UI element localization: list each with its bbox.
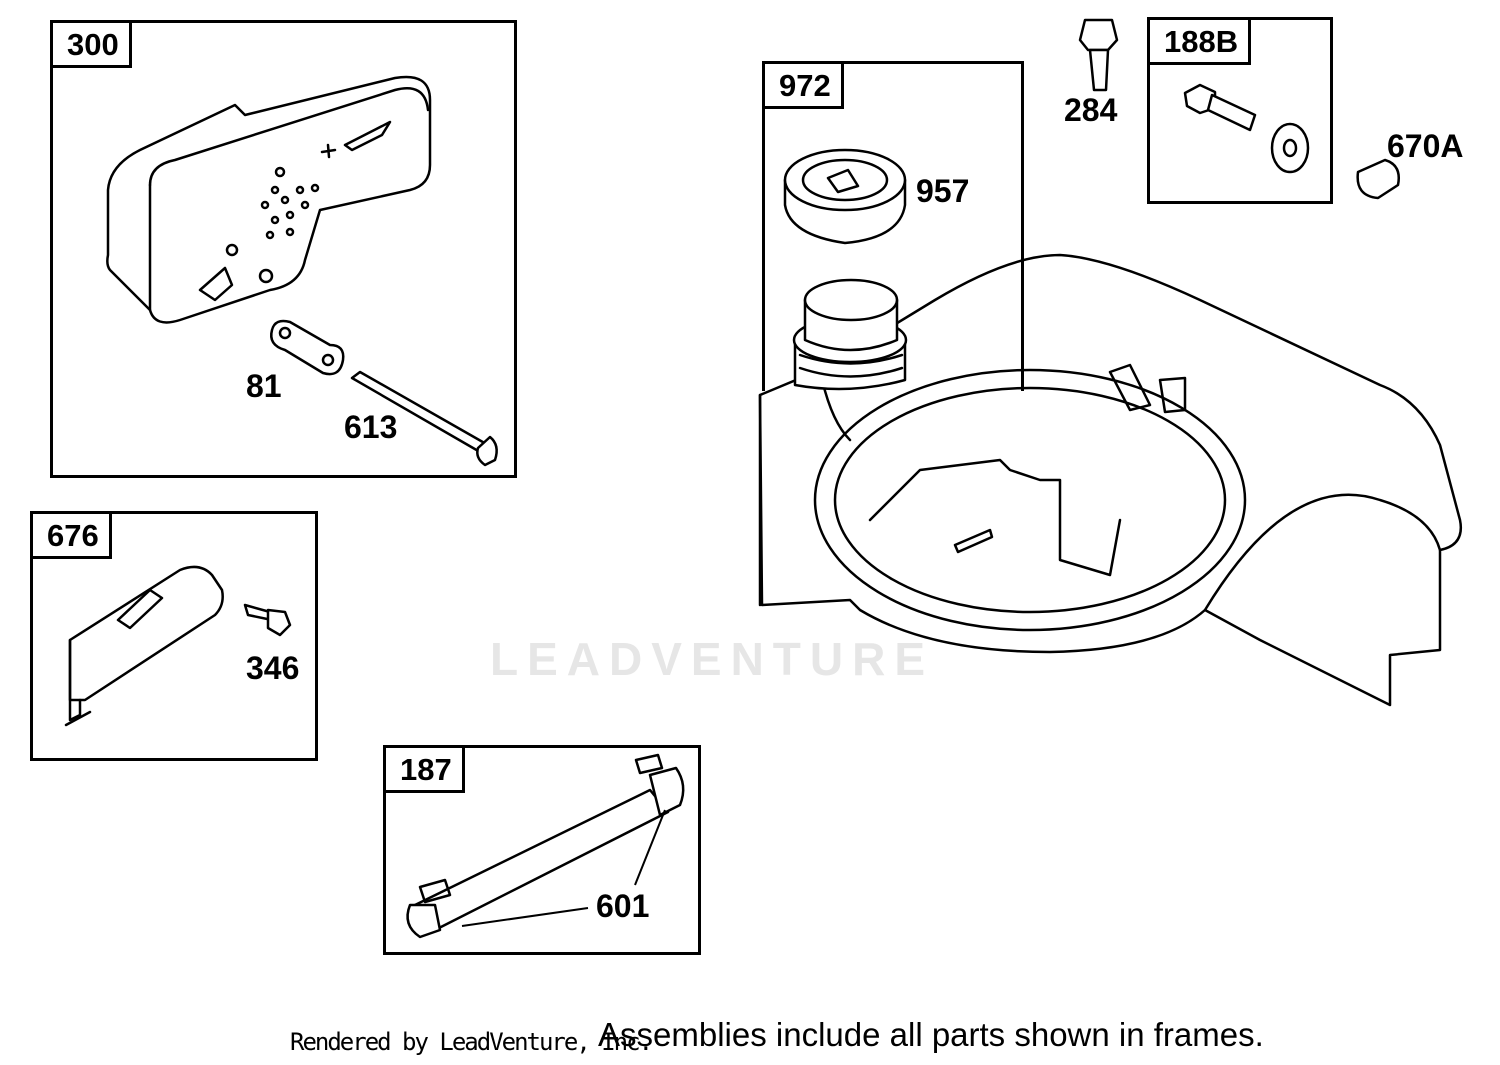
guard-part bbox=[64, 565, 224, 727]
callout-601: 601 bbox=[596, 888, 650, 924]
stud-part bbox=[350, 370, 498, 467]
watermark: LEADVENTURE bbox=[490, 633, 935, 685]
spacer-part bbox=[1356, 158, 1400, 200]
leader-line bbox=[461, 907, 589, 927]
callout-284: 284 bbox=[1064, 92, 1118, 128]
frame-label: 188B bbox=[1147, 17, 1252, 65]
muffler-part bbox=[106, 75, 432, 324]
lock-plate-part bbox=[270, 319, 345, 376]
callout-81: 81 bbox=[246, 368, 282, 404]
callout-346: 346 bbox=[246, 650, 300, 686]
callout-670a: 670A bbox=[1387, 128, 1464, 164]
rendered-by-text: Rendered by LeadVenture, Inc. bbox=[290, 1028, 653, 1056]
fuel-tank-part bbox=[758, 253, 1463, 707]
frame-label: 676 bbox=[30, 511, 112, 559]
fuel-line-part bbox=[406, 753, 685, 939]
frame-label: 300 bbox=[50, 20, 132, 68]
screw-part bbox=[243, 603, 292, 637]
assembly-note: Assemblies include all parts shown in fr… bbox=[598, 1016, 1264, 1053]
frame-muffler: 300 bbox=[50, 20, 517, 478]
frame-label: 187 bbox=[383, 745, 465, 793]
callout-613: 613 bbox=[344, 409, 398, 445]
frame-bolt-kit: 188B bbox=[1147, 17, 1333, 204]
frame-fuel-tank: 972 bbox=[762, 61, 1024, 391]
callout-957: 957 bbox=[916, 173, 970, 209]
bolt-284-part bbox=[1078, 18, 1119, 92]
frame-label: 972 bbox=[762, 61, 844, 109]
fuel-cap-part bbox=[783, 148, 907, 245]
leader-line bbox=[634, 809, 666, 886]
frame-fuel-line: 187 bbox=[383, 745, 701, 955]
bolt-kit-part bbox=[1183, 83, 1310, 174]
frame-guard: 676 bbox=[30, 511, 318, 761]
